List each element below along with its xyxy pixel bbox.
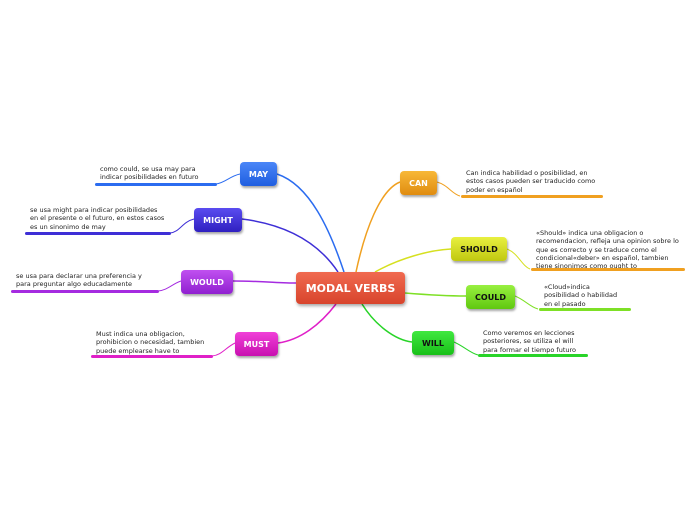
- branch-may[interactable]: MAY: [240, 162, 277, 186]
- note-will: Como veremos en lecciones posteriores, s…: [483, 329, 577, 354]
- branch-must[interactable]: MUST: [235, 332, 278, 356]
- note-would: se usa para declarar una preferencia y p…: [16, 272, 142, 289]
- link-would: [232, 280, 297, 284]
- note-should: «Should» indica una obligacion o recomen…: [536, 229, 679, 271]
- link-might: [241, 218, 339, 273]
- note-may-underline: [95, 183, 217, 186]
- link-will: [361, 303, 413, 343]
- link-may: [276, 173, 345, 273]
- note-can-underline: [461, 195, 603, 198]
- note-would-underline: [11, 290, 159, 293]
- note-must-underline: [91, 355, 213, 358]
- note-must: Must indica una obligacion, prohibicion …: [96, 330, 205, 355]
- note-can: Can indica habilidad o posibilidad, en e…: [466, 169, 596, 194]
- link-must: [277, 303, 337, 344]
- link-can: [355, 181, 401, 273]
- branch-would[interactable]: WOULD: [181, 270, 233, 294]
- note-might-underline: [25, 232, 171, 235]
- central-topic[interactable]: MODAL VERBS: [296, 272, 405, 304]
- branch-might[interactable]: MIGHT: [194, 208, 242, 232]
- note-should-underline: [531, 268, 685, 271]
- branch-should[interactable]: SHOULD: [451, 237, 507, 261]
- branch-can[interactable]: CAN: [400, 171, 437, 195]
- link-could: [404, 292, 467, 297]
- link-should: [374, 248, 452, 273]
- note-could: «Cloud»indica posibilidad o habilidad en…: [544, 283, 618, 308]
- note-will-underline: [478, 354, 588, 357]
- note-might: se usa might para indicar posibilidades …: [30, 206, 165, 231]
- branch-could[interactable]: COULD: [466, 285, 515, 309]
- note-may: como could, se usa may para indicar posi…: [100, 165, 199, 182]
- note-could-underline: [539, 308, 631, 311]
- branch-will[interactable]: WILL: [412, 331, 454, 355]
